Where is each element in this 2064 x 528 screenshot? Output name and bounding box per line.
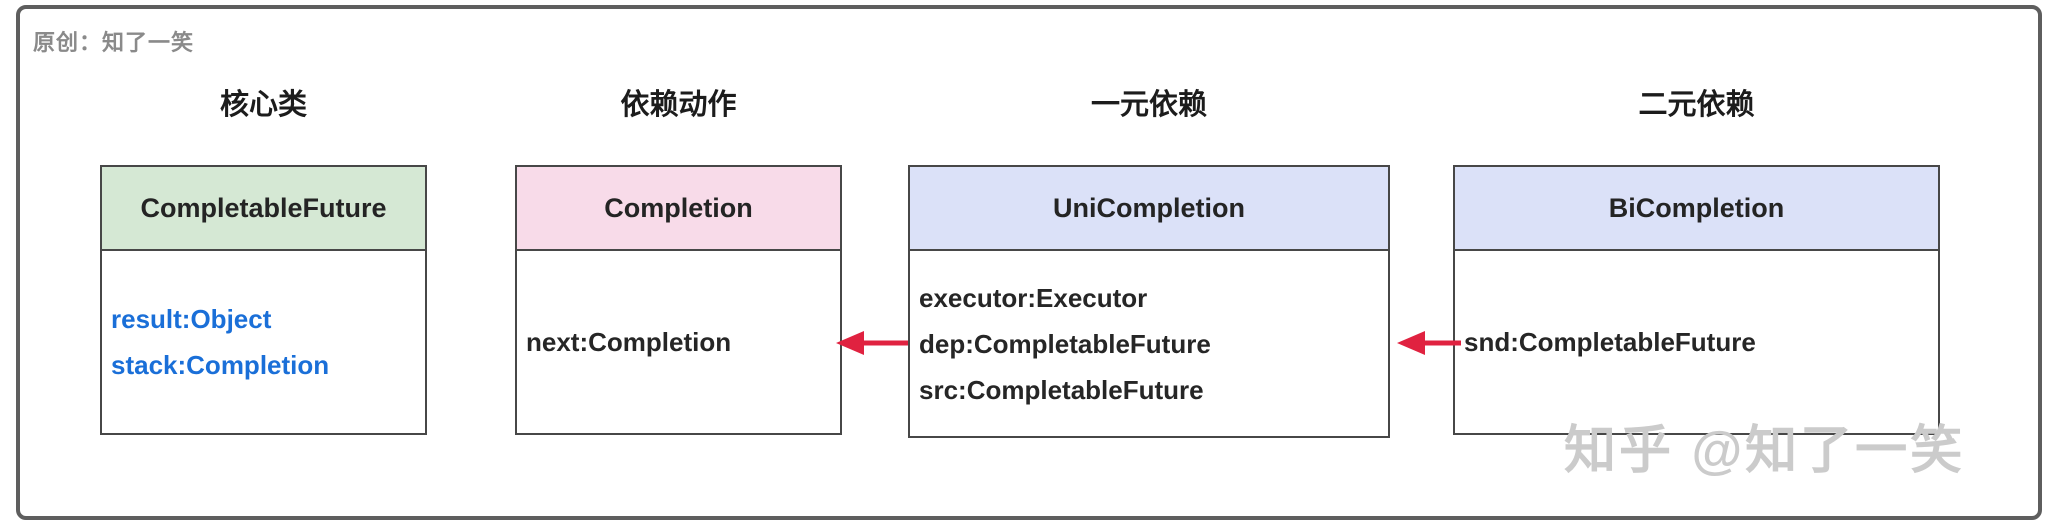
column-heading-core-class: 核心类 (219, 89, 307, 121)
field-executor-executor: executor:Executor (919, 282, 1148, 313)
class-body-unicompletion: executor:Executor dep:CompletableFuture … (910, 251, 1388, 436)
field-src-completablefuture: src:CompletableFuture (919, 374, 1204, 405)
class-body-completion: next:Completion (517, 251, 840, 433)
column-heading-dependency-action: 依赖动作 (620, 89, 737, 121)
attribution-text: 原创：知了一笑 (33, 30, 195, 55)
class-title-bicompletion: BiCompletion (1455, 167, 1938, 251)
column-heading-unary-dependency: 一元依赖 (1090, 89, 1207, 121)
field-dep-completablefuture: dep:CompletableFuture (919, 328, 1211, 359)
watermark-text: 知乎 @知了一笑 (1564, 422, 1966, 480)
class-box-unicompletion: UniCompletion executor:Executor dep:Comp… (908, 165, 1390, 438)
field-result-object: result:Object (111, 304, 272, 334)
class-body-bicompletion: snd:CompletableFuture (1455, 251, 1938, 433)
class-title-completion: Completion (517, 167, 840, 251)
class-title-completablefuture: CompletableFuture (102, 167, 425, 251)
outer-frame (16, 5, 2042, 520)
class-body-completablefuture: result:Object stack:Completion (102, 251, 425, 433)
class-box-completablefuture: CompletableFuture result:Object stack:Co… (100, 165, 427, 435)
class-box-completion: Completion next:Completion (515, 165, 842, 435)
class-title-unicompletion: UniCompletion (910, 167, 1388, 251)
field-next-completion: next:Completion (526, 327, 732, 357)
class-box-bicompletion: BiCompletion snd:CompletableFuture (1453, 165, 1940, 435)
field-snd-completablefuture: snd:CompletableFuture (1464, 327, 1756, 357)
field-stack-completion: stack:Completion (111, 350, 330, 380)
column-heading-binary-dependency: 二元依赖 (1638, 89, 1755, 121)
